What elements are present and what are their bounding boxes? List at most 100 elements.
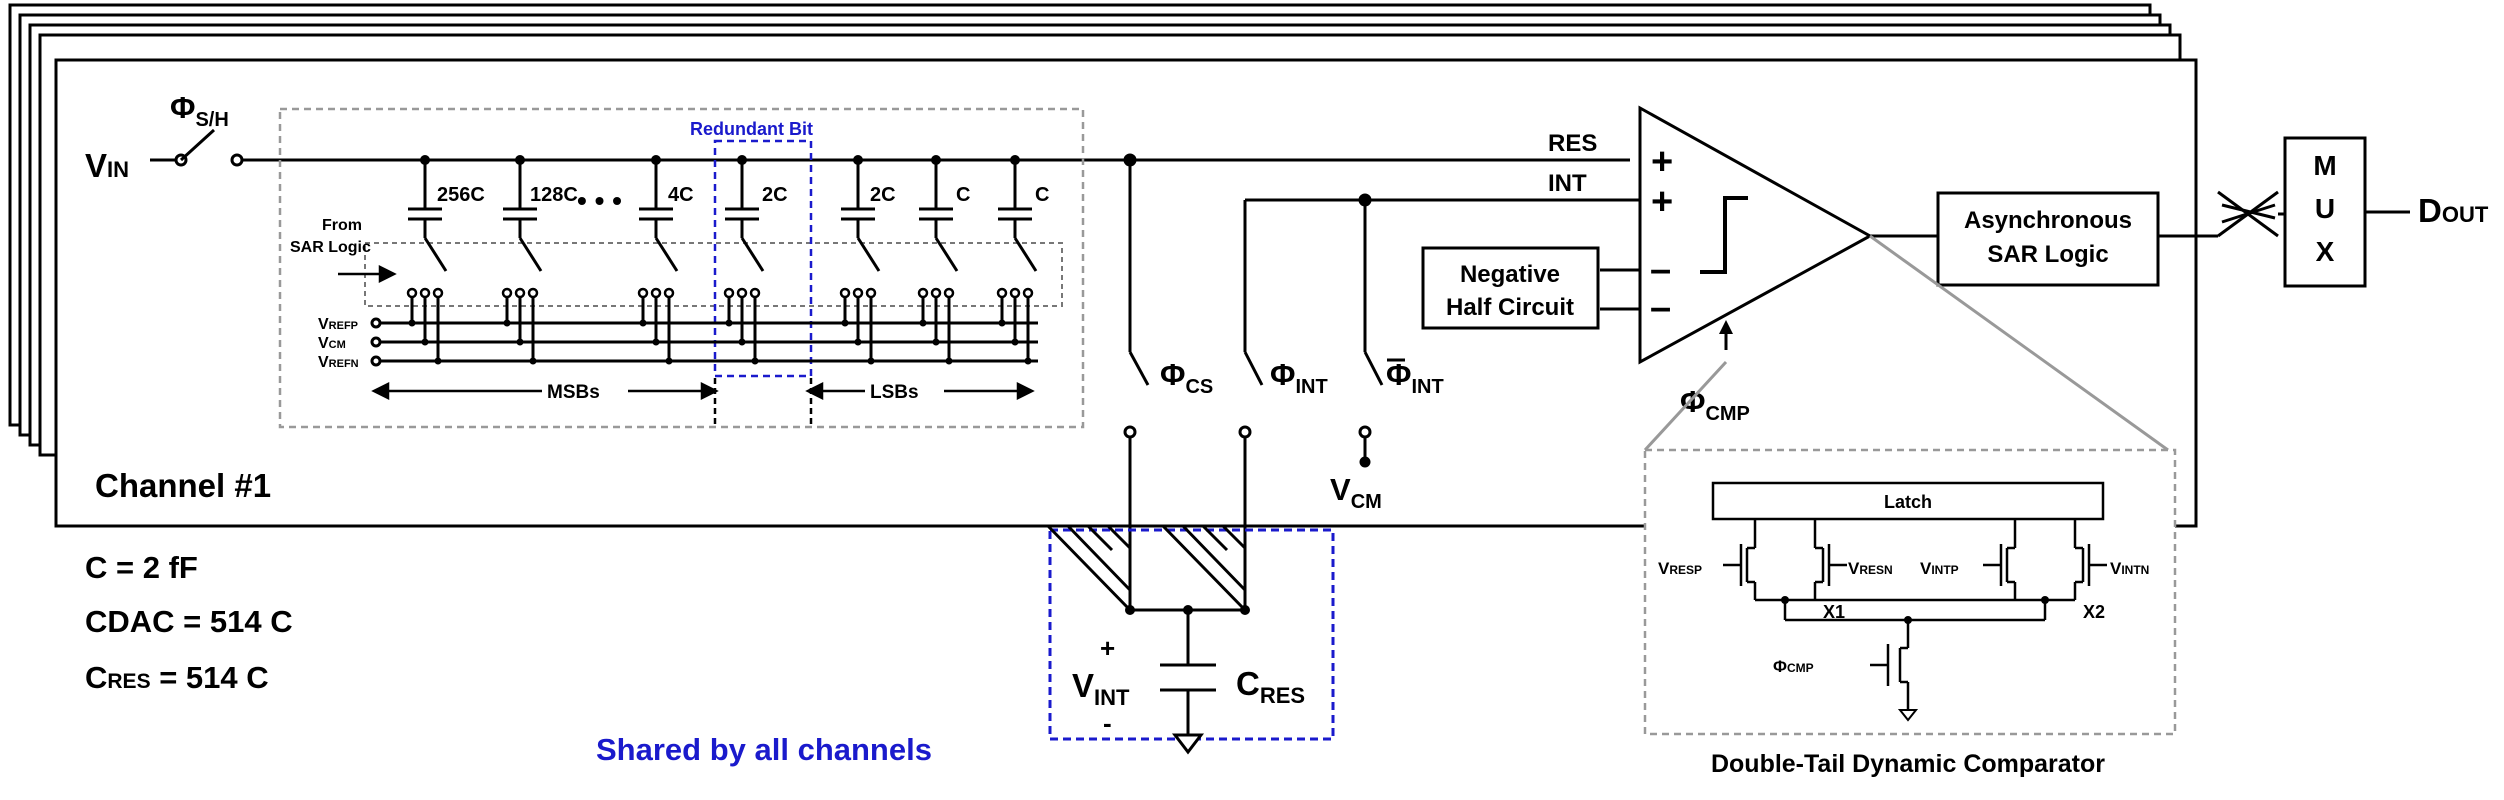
ground-symbol bbox=[1897, 709, 1919, 722]
rail-node bbox=[652, 338, 660, 346]
vcm-switch-label: VCM bbox=[1330, 472, 1382, 513]
cap-label: C bbox=[1035, 184, 1049, 206]
channel-title: Channel #1 bbox=[95, 467, 271, 504]
rail-node bbox=[503, 319, 511, 327]
cap-label: 4C bbox=[668, 184, 694, 206]
phi-int-bar-label: ΦINT bbox=[1386, 357, 1444, 398]
rail-node bbox=[408, 319, 416, 327]
rail-node bbox=[854, 338, 862, 346]
mux-letter-m: M bbox=[2313, 150, 2336, 181]
cap-switch-blade bbox=[423, 237, 448, 272]
dout-label: DOUT bbox=[2418, 192, 2489, 229]
cdac-ellipsis: • • • bbox=[577, 185, 622, 216]
switch-terminal bbox=[501, 287, 513, 299]
res-label: RES bbox=[1548, 130, 1597, 157]
comp-plus-2: + bbox=[1651, 181, 1673, 223]
cdac-region bbox=[278, 107, 1085, 429]
mux-letter-x: X bbox=[2316, 236, 2335, 267]
switch-terminal bbox=[865, 287, 877, 299]
cap-label: 128C bbox=[530, 184, 578, 206]
switch-terminal bbox=[650, 287, 662, 299]
rail-node bbox=[841, 319, 849, 327]
switch-terminal bbox=[723, 287, 735, 299]
switch-terminal bbox=[527, 287, 539, 299]
shared-caption: Shared by all channels bbox=[596, 732, 932, 767]
switch-terminal bbox=[749, 287, 761, 299]
cap-switch-blade bbox=[654, 237, 679, 272]
switch-terminal bbox=[663, 287, 675, 299]
comp-minus-2: – bbox=[1650, 287, 1671, 329]
switch-terminal bbox=[852, 287, 864, 299]
detail-phi-cmp-label: ΦCMP bbox=[1773, 657, 1814, 676]
param-c: C = 2 fF bbox=[85, 550, 198, 585]
reference-rails: VREFP VCM VREFN bbox=[318, 316, 1038, 371]
vint-plus: + bbox=[1100, 633, 1115, 663]
phi-cs-label: ΦCS bbox=[1160, 357, 1213, 398]
phi-cmp-arrow bbox=[1719, 320, 1733, 334]
cap-label: 256C bbox=[437, 184, 485, 206]
switch-terminal bbox=[432, 287, 444, 299]
neg-half-line2: Half Circuit bbox=[1446, 294, 1574, 321]
detail-caption: Double-Tail Dynamic Comparator bbox=[1711, 750, 2105, 778]
shared-nodes bbox=[1125, 605, 1250, 615]
switch-terminal bbox=[996, 287, 1008, 299]
rail-node bbox=[738, 338, 746, 346]
rail-node bbox=[639, 319, 647, 327]
vint-minus: - bbox=[1103, 708, 1112, 738]
vrefp-label: VREFP bbox=[318, 316, 358, 333]
rail-node bbox=[867, 357, 875, 365]
cap-switch-blade bbox=[934, 237, 959, 272]
rail-node bbox=[751, 357, 759, 365]
switch-terminal bbox=[1022, 287, 1034, 299]
mux-letter-u: U bbox=[2315, 193, 2335, 224]
switch-terminal bbox=[637, 287, 649, 299]
integration-switches bbox=[1123, 153, 1650, 610]
redundant-bit-box[interactable] bbox=[713, 139, 813, 378]
vcm-rail-label: VCM bbox=[318, 335, 346, 352]
int-label: INT bbox=[1548, 170, 1587, 197]
cres-label: CRES bbox=[1236, 665, 1305, 708]
from-sar-line2: SAR Logic bbox=[290, 239, 371, 256]
rail-node bbox=[516, 338, 524, 346]
rail-node bbox=[1011, 338, 1019, 346]
vint-label: VINT bbox=[1072, 667, 1130, 710]
sar-logic-line2: SAR Logic bbox=[1987, 241, 2108, 268]
comp-minus-1: – bbox=[1650, 249, 1671, 291]
vrefn-label: VREFN bbox=[318, 354, 359, 371]
comparator-triangle bbox=[1638, 105, 1874, 365]
cap-label: C bbox=[956, 184, 970, 206]
negative-half-circuit-box bbox=[1421, 246, 1600, 330]
rail-node bbox=[919, 319, 927, 327]
vintp-label: VINTP bbox=[1920, 559, 1959, 578]
msb-lsb-markers bbox=[371, 378, 1035, 428]
from-sar-line1: From bbox=[322, 217, 362, 234]
x1-label: X1 bbox=[1823, 602, 1845, 622]
rail-node bbox=[421, 338, 429, 346]
switch-terminal bbox=[839, 287, 851, 299]
latch-box bbox=[1711, 481, 2105, 521]
vresp-label: VRESP bbox=[1658, 559, 1702, 578]
hysteresis-symbol bbox=[1700, 196, 1748, 274]
switch-terminal bbox=[917, 287, 929, 299]
switch-terminal bbox=[406, 287, 418, 299]
sar-logic-line1: Asynchronous bbox=[1964, 207, 2132, 234]
rail-node bbox=[1024, 357, 1032, 365]
rail-node bbox=[725, 319, 733, 327]
redundant-bit-label: Redundant Bit bbox=[690, 119, 813, 139]
switch-terminal bbox=[943, 287, 955, 299]
phi-int-label: ΦINT bbox=[1270, 357, 1328, 398]
phi-sh-label: ΦS/H bbox=[170, 90, 229, 131]
cap-switch-blade bbox=[518, 237, 543, 272]
cap-label: 2C bbox=[870, 184, 896, 206]
neg-half-wires bbox=[1600, 234, 1938, 350]
switch-terminal bbox=[736, 287, 748, 299]
neg-half-line1: Negative bbox=[1460, 261, 1560, 288]
param-cdac: CDAC = 514 C bbox=[85, 604, 293, 639]
detail-transistors bbox=[1723, 519, 2107, 722]
comp-plus-1: + bbox=[1651, 141, 1673, 183]
msbs-label: MSBs bbox=[547, 382, 600, 403]
lsbs-label: LSBs bbox=[870, 382, 919, 403]
rail-node bbox=[932, 338, 940, 346]
zoom-guides bbox=[1643, 234, 2169, 452]
rail-node bbox=[434, 357, 442, 365]
